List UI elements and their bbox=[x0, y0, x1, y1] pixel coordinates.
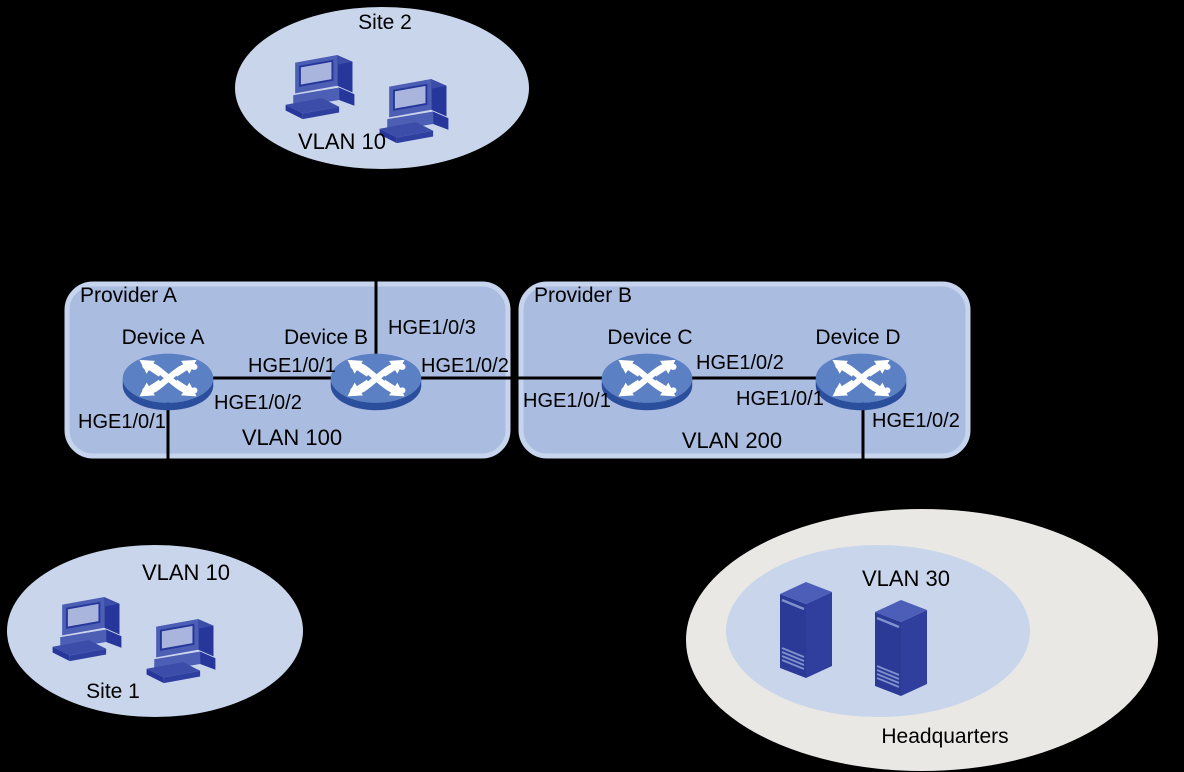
site1-ellipse bbox=[7, 545, 303, 717]
device-b-label: Device B bbox=[283, 326, 369, 349]
headquarters-title: Headquarters bbox=[881, 725, 1009, 748]
headquarters-vlan-label: VLAN 30 bbox=[861, 566, 951, 591]
site1-title: Site 1 bbox=[86, 680, 140, 703]
server-icon-hq-2 bbox=[863, 596, 939, 700]
port-label-deviceD-to-C: HGE1/0/1 bbox=[736, 388, 824, 410]
port-label-deviceA-downlink: HGE1/0/1 bbox=[78, 411, 166, 433]
router-icon-device-a bbox=[122, 348, 214, 414]
provider-a-title: Provider A bbox=[80, 284, 177, 307]
desktop-pc-icon-site2-1 bbox=[278, 36, 362, 122]
port-label-deviceA-to-B: HGE1/0/2 bbox=[214, 392, 302, 414]
desktop-pc-icon-site1-1 bbox=[45, 578, 129, 664]
port-label-deviceD-downlink: HGE1/0/2 bbox=[872, 410, 960, 432]
site2-vlan-label: VLAN 10 bbox=[297, 129, 387, 154]
provider-a-box bbox=[64, 281, 511, 459]
port-label-deviceB-to-C: HGE1/0/2 bbox=[421, 355, 509, 377]
site2-ellipse bbox=[235, 7, 529, 169]
device-d-label: Device D bbox=[815, 326, 901, 349]
provider-b-box bbox=[518, 281, 971, 459]
port-label-deviceC-to-D: HGE1/0/2 bbox=[696, 352, 784, 374]
provider-a-vlan-label: VLAN 100 bbox=[241, 425, 343, 450]
port-label-deviceC-from-B: HGE1/0/1 bbox=[523, 390, 611, 412]
device-c-label: Device C bbox=[607, 326, 693, 349]
device-a-label: Device A bbox=[121, 326, 205, 349]
port-label-deviceB-to-A: HGE1/0/1 bbox=[248, 355, 336, 377]
provider-b-title: Provider B bbox=[534, 284, 633, 307]
router-icon-device-c bbox=[601, 348, 693, 414]
router-icon-device-b bbox=[330, 348, 422, 414]
site2-title: Site 2 bbox=[358, 11, 412, 34]
port-label-deviceB-uplink: HGE1/0/3 bbox=[388, 317, 476, 339]
router-icon-device-d bbox=[815, 348, 907, 414]
provider-b-vlan-label: VLAN 200 bbox=[681, 428, 783, 453]
server-icon-hq-1 bbox=[768, 578, 844, 682]
site1-vlan-label: VLAN 10 bbox=[141, 560, 231, 585]
desktop-pc-icon-site1-2 bbox=[139, 600, 223, 686]
